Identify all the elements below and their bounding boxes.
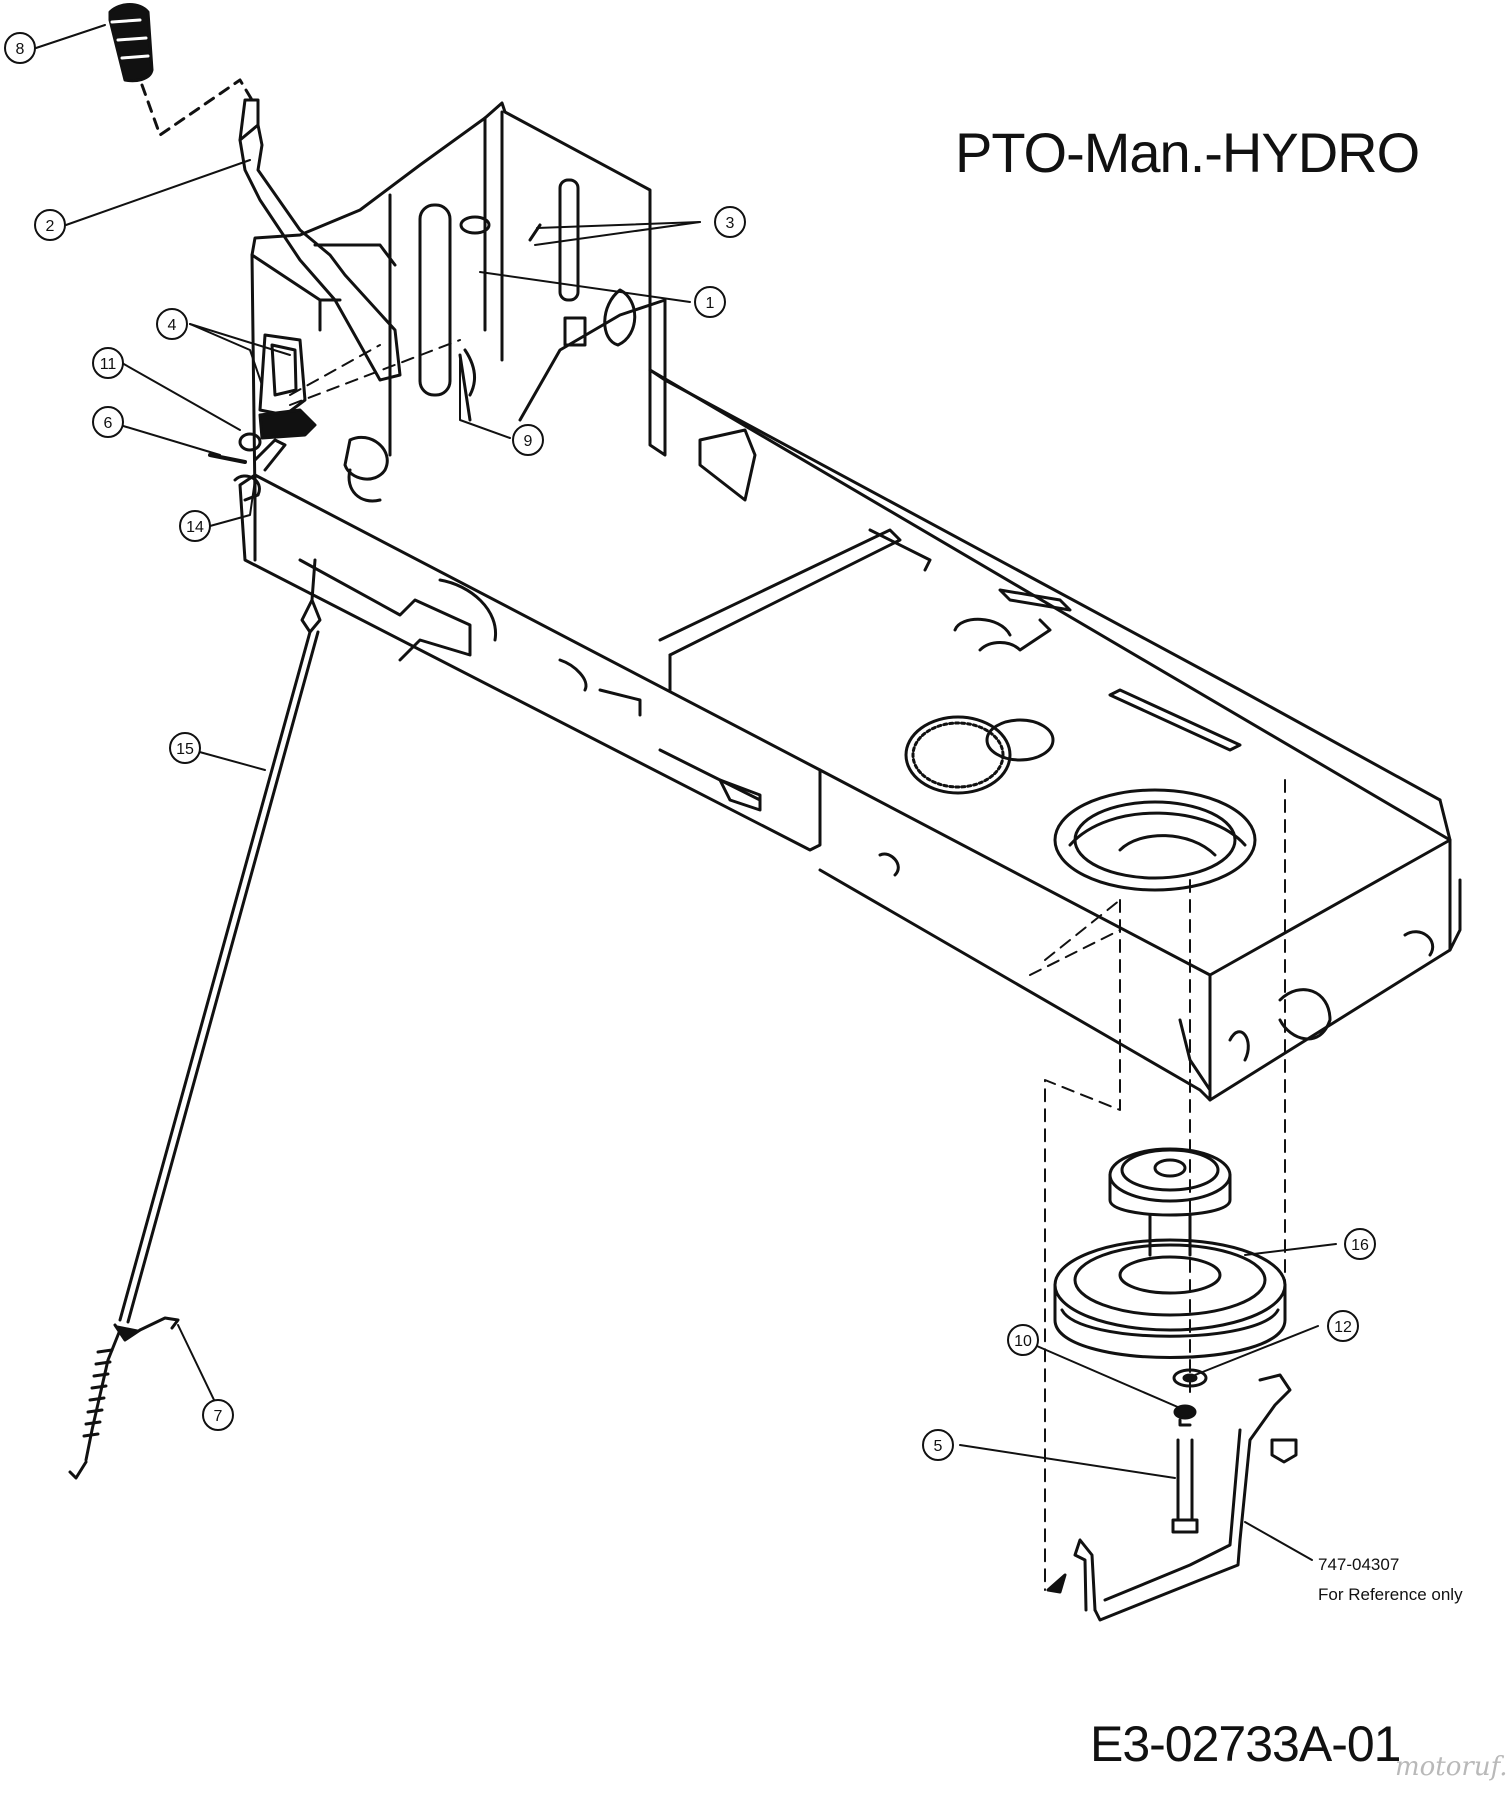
reference-part-note: For Reference only <box>1318 1585 1463 1604</box>
callout-4: 4 <box>156 308 188 340</box>
callout-8: 8 <box>4 32 36 64</box>
callout-label: 11 <box>100 356 117 373</box>
callout-16: 16 <box>1344 1228 1376 1260</box>
callout-label: 14 <box>186 519 204 536</box>
callout-label: 9 <box>524 433 533 450</box>
callout-label: 5 <box>934 1438 943 1455</box>
callout-label: 10 <box>1014 1333 1032 1350</box>
handle-leader <box>140 78 254 137</box>
callout-12: 12 <box>1327 1310 1359 1342</box>
handle-grip <box>108 3 154 83</box>
callout-label: 4 <box>168 317 177 334</box>
control-rod <box>118 558 322 1324</box>
callout-3: 3 <box>714 206 746 238</box>
callout-15: 15 <box>169 732 201 764</box>
reference-part-number: 747-04307 <box>1318 1555 1400 1574</box>
callout-label: 1 <box>706 295 715 312</box>
callout-2: 2 <box>34 209 66 241</box>
callout-14: 14 <box>179 510 211 542</box>
frame-rear-plate <box>250 101 667 502</box>
reference-bracket <box>1046 1373 1292 1622</box>
frame-left-rail <box>238 473 822 852</box>
callout-6: 6 <box>92 406 124 438</box>
drawing-number: E3-02733A-01 <box>1090 1716 1401 1772</box>
diagram-title: PTO-Man.-HYDRO <box>955 121 1420 184</box>
frame-deck <box>648 368 1462 1102</box>
callout-label: 2 <box>46 218 55 235</box>
callout-9: 9 <box>512 424 544 456</box>
pulley <box>1053 1147 1287 1359</box>
callout-label: 6 <box>104 415 113 432</box>
spring <box>68 1316 180 1480</box>
callout-label: 15 <box>176 741 194 758</box>
leader-lines <box>35 24 1337 1561</box>
callout-7: 7 <box>202 1399 234 1431</box>
callout-label: 12 <box>1334 1319 1352 1336</box>
assembly-lines <box>289 339 1286 1591</box>
callout-5: 5 <box>922 1429 954 1461</box>
callout-10: 10 <box>1007 1324 1039 1356</box>
watermark: motoruf.de <box>1395 1752 1506 1782</box>
callout-1: 1 <box>694 286 726 318</box>
callout-label: 8 <box>16 41 25 58</box>
callout-11: 11 <box>92 347 124 379</box>
callout-label: 7 <box>214 1408 223 1425</box>
callout-label: 3 <box>726 215 735 232</box>
callout-label: 16 <box>1351 1237 1369 1254</box>
